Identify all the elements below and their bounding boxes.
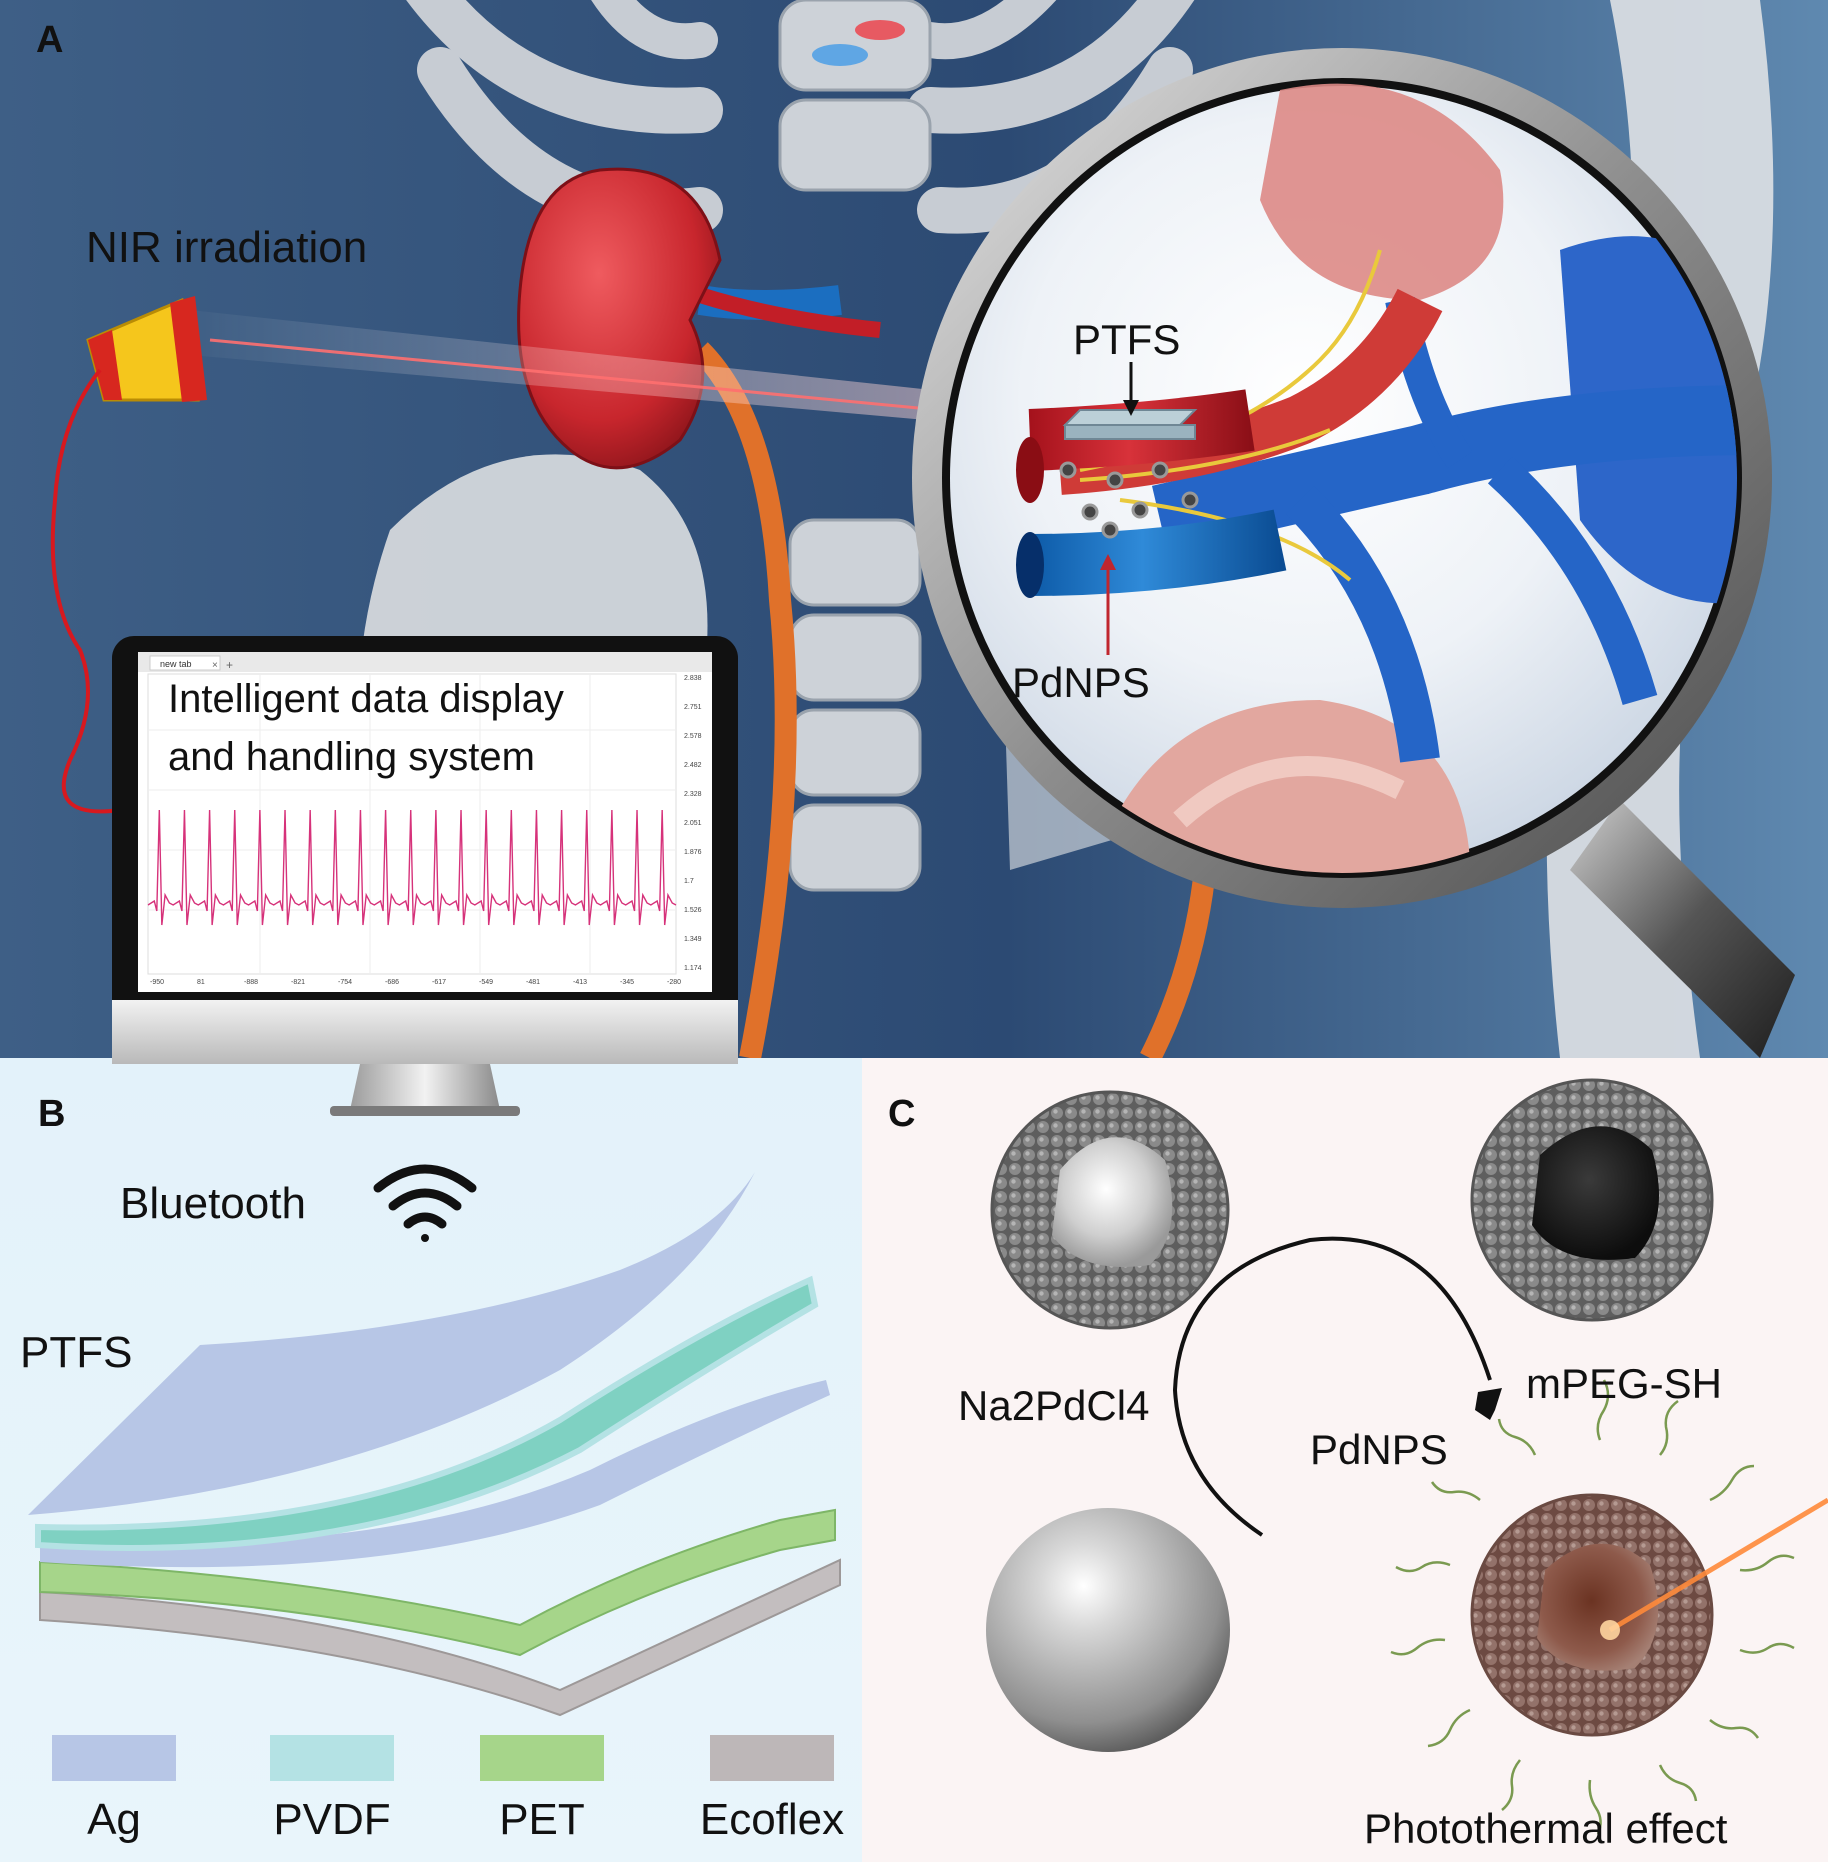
layer-pvdf — [35, 1275, 819, 1551]
panel-c: C — [862, 1058, 1828, 1862]
bluetooth-icon — [373, 1164, 477, 1242]
legend-label-pvdf: PVDF — [273, 1795, 390, 1844]
synthesis-arrow — [1172, 1236, 1492, 1537]
monitor-signal-trace — [147, 809, 677, 926]
pegylated-pdnps-particle — [1390, 1379, 1828, 1835]
monitor-bottom-tick: -617 — [432, 979, 446, 986]
layer-legend: Ag PVDF PET Ecoflex — [52, 1735, 844, 1844]
monitor-right-tick: 2.051 — [684, 820, 702, 827]
monitor: new tab × + 2.838 2.751 2.578 2.482 2.328 2.0… — [112, 636, 738, 1116]
precursor-label: Na2PdCl4 — [958, 1382, 1149, 1429]
monitor-right-tick: 2.838 — [684, 675, 702, 682]
photothermal-label: Photothermal effect — [1364, 1805, 1728, 1852]
panel-c-letter: C — [888, 1093, 915, 1135]
tab-close-icon[interactable]: × — [212, 660, 218, 671]
legend-label-ag: Ag — [87, 1795, 141, 1844]
monitor-caption-line1: Intelligent data display — [168, 677, 564, 721]
monitor-right-tick: 2.328 — [684, 791, 702, 798]
monitor-tab[interactable]: new tab — [160, 659, 192, 669]
dark-core-particle — [1470, 1078, 1714, 1322]
panel-a: NIR irradiation A — [0, 0, 1828, 1058]
hollow-shell-particle — [990, 1090, 1230, 1330]
legend-swatch-ag — [52, 1735, 176, 1781]
kidney — [517, 167, 722, 470]
monitor-bottom-tick: -280 — [667, 979, 681, 986]
monitor-bottom-tick: 81 — [197, 979, 205, 986]
zoom-pdnps-label: PdNPS — [1012, 659, 1150, 706]
monitor-bottom-axis: -950 81 -888 -821 -754 -686 -617 -549 -481 -413 -3… — [150, 979, 681, 986]
laser-beam — [1608, 1497, 1828, 1633]
monitor-right-tick: 1.174 — [684, 965, 702, 972]
monitor-right-tick: 2.578 — [684, 733, 702, 740]
monitor-bottom-tick: -481 — [526, 979, 540, 986]
pdnps-particles — [1059, 461, 1199, 539]
panel-b: B Bluetooth PTFS Ag PVDF PET Ecoflex — [0, 1058, 862, 1862]
solid-template-sphere — [986, 1508, 1230, 1752]
legend-label-ecoflex: Ecoflex — [700, 1795, 844, 1844]
layer-ag-top — [28, 1172, 755, 1515]
nir-irradiation-label: NIR irradiation — [86, 223, 367, 272]
monitor-bottom-tick: -888 — [244, 979, 258, 986]
ptfs-layers-label: PTFS — [20, 1328, 132, 1377]
pdnps-label: PdNPS — [1310, 1426, 1448, 1473]
peg-label: mPEG-SH — [1526, 1360, 1722, 1407]
panel-b-letter: B — [38, 1093, 65, 1135]
monitor-bottom-tick: -413 — [573, 979, 587, 986]
monitor-bottom-tick: -950 — [150, 979, 164, 986]
monitor-bottom-tick: -754 — [338, 979, 352, 986]
monitor-right-axis: 2.838 2.751 2.578 2.482 2.328 2.051 1.876 1.7 1.… — [684, 675, 702, 972]
layer-pet — [39, 1508, 836, 1657]
bluetooth-label: Bluetooth — [120, 1179, 306, 1228]
legend-swatch-ecoflex — [710, 1735, 834, 1781]
legend-label-pet: PET — [499, 1795, 585, 1844]
monitor-stand — [350, 1064, 500, 1110]
zoom-ptfs-label: PTFS — [1073, 316, 1180, 363]
monitor-right-tick: 2.751 — [684, 704, 702, 711]
ptfs-sensor — [1062, 409, 1198, 440]
legend-swatch-pet — [480, 1735, 604, 1781]
magnifier: PTFS PdNPS — [912, 48, 1795, 1058]
ptfs-layer-stack — [28, 1172, 841, 1717]
monitor-right-tick: 2.482 — [684, 762, 702, 769]
magnifier-handle — [1570, 800, 1795, 1058]
renal-vein — [1029, 509, 1287, 596]
monitor-bottom-tick: -821 — [291, 979, 305, 986]
layer-ecoflex — [39, 1558, 841, 1717]
nir-laser-icon — [50, 296, 207, 814]
monitor-right-tick: 1.7 — [684, 878, 694, 885]
monitor-right-tick: 1.349 — [684, 936, 702, 943]
panel-a-letter: A — [36, 19, 63, 61]
monitor-bottom-tick: -345 — [620, 979, 634, 986]
monitor-right-tick: 1.526 — [684, 907, 702, 914]
new-tab-icon[interactable]: + — [226, 658, 233, 672]
monitor-right-tick: 1.876 — [684, 849, 702, 856]
monitor-bottom-tick: -686 — [385, 979, 399, 986]
monitor-caption-line2: and handling system — [168, 735, 535, 779]
legend-swatch-pvdf — [270, 1735, 394, 1781]
monitor-bottom-tick: -549 — [479, 979, 493, 986]
